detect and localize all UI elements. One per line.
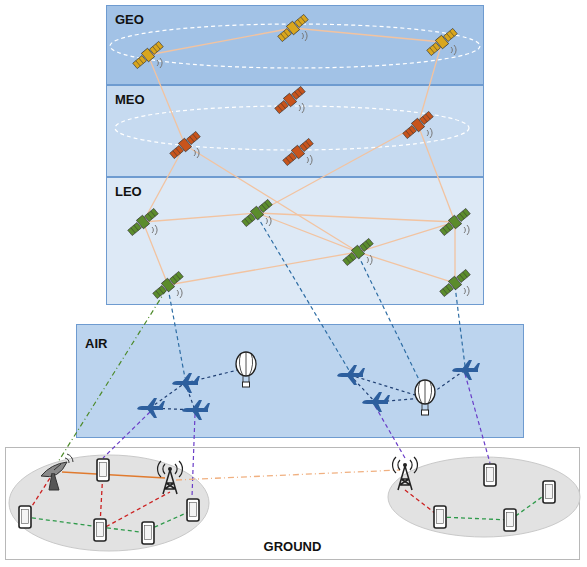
aircraft xyxy=(362,392,390,412)
d2d-link xyxy=(148,510,193,530)
layer-label: GEO xyxy=(115,12,144,27)
balloon xyxy=(236,352,256,387)
geo-satellite xyxy=(425,27,458,57)
air-ground-links xyxy=(103,374,490,497)
base-station xyxy=(393,457,418,490)
d2d-link xyxy=(25,517,100,527)
user-device xyxy=(504,509,516,531)
satellite-ground-link xyxy=(58,290,166,462)
access-link xyxy=(375,406,405,458)
air-link xyxy=(350,370,465,402)
d2d-link xyxy=(100,492,170,530)
d2d-link xyxy=(440,492,549,520)
orbit-band: GEO xyxy=(106,5,484,85)
ground-station xyxy=(41,454,73,490)
feeder-link xyxy=(358,255,425,392)
feeder-link xyxy=(168,288,185,378)
orbit-band: LEO xyxy=(106,177,484,305)
leo-satellite xyxy=(341,237,374,267)
ground-links-green xyxy=(25,492,549,533)
feeder-link xyxy=(257,216,350,372)
user-device xyxy=(187,499,199,521)
aircraft xyxy=(337,365,365,385)
layer-label: LEO xyxy=(115,184,142,199)
ground-band: GROUND xyxy=(5,447,580,560)
geo-satellite xyxy=(131,40,164,70)
geo-satellite xyxy=(276,13,309,43)
d2d-link xyxy=(100,527,148,533)
layer-label: GROUND xyxy=(6,539,579,554)
feeder-link xyxy=(455,286,465,366)
meo-satellite xyxy=(281,137,314,167)
air-link xyxy=(150,368,246,410)
user-device xyxy=(142,522,154,544)
meo-satellite xyxy=(273,85,306,115)
leo-satellite xyxy=(126,207,159,237)
orbit-band: MEO xyxy=(106,85,484,177)
isl-link xyxy=(143,213,455,285)
space-air-links xyxy=(168,216,465,392)
user-device xyxy=(19,506,31,528)
user-device xyxy=(434,506,446,528)
ground-cluster xyxy=(388,457,580,537)
user-device xyxy=(97,459,109,481)
ground-links-red xyxy=(25,470,440,530)
d2d-link xyxy=(25,478,50,517)
ground-backhaul xyxy=(176,470,400,480)
leo-satellite xyxy=(240,198,273,228)
aircraft xyxy=(137,398,165,418)
balloon xyxy=(415,380,435,415)
user-device xyxy=(543,481,555,503)
leo-satellite xyxy=(438,268,471,298)
air-links xyxy=(150,368,465,410)
isl-link xyxy=(418,42,442,125)
meo-orbit xyxy=(115,106,469,150)
layer-label: MEO xyxy=(115,92,145,107)
aircraft xyxy=(182,400,210,420)
isl-link xyxy=(418,125,455,222)
geo-orbit xyxy=(110,24,480,68)
isl-link xyxy=(148,55,185,145)
air-band: AIR xyxy=(76,324,524,438)
leo-satellite xyxy=(438,207,471,237)
aircraft xyxy=(172,373,200,393)
access-link xyxy=(192,414,195,497)
user-device xyxy=(94,519,106,541)
d2d-link xyxy=(100,470,103,525)
isl-link xyxy=(148,28,442,55)
leo-satellite xyxy=(151,270,184,300)
access-link xyxy=(103,412,150,458)
isl-link xyxy=(143,145,185,222)
isl-link xyxy=(257,125,418,213)
user-device xyxy=(484,464,496,486)
aircraft xyxy=(452,360,480,380)
ground-backhaul xyxy=(62,472,165,478)
meo-satellite xyxy=(168,130,201,160)
layer-label: AIR xyxy=(85,336,107,351)
isl-link xyxy=(185,145,358,252)
base-station xyxy=(158,461,183,494)
isl-link xyxy=(143,213,455,222)
access-link xyxy=(465,374,490,463)
satellite-links xyxy=(143,28,455,285)
d2d-link xyxy=(405,490,440,517)
ground-cluster xyxy=(9,455,209,551)
meo-satellite xyxy=(401,110,434,140)
